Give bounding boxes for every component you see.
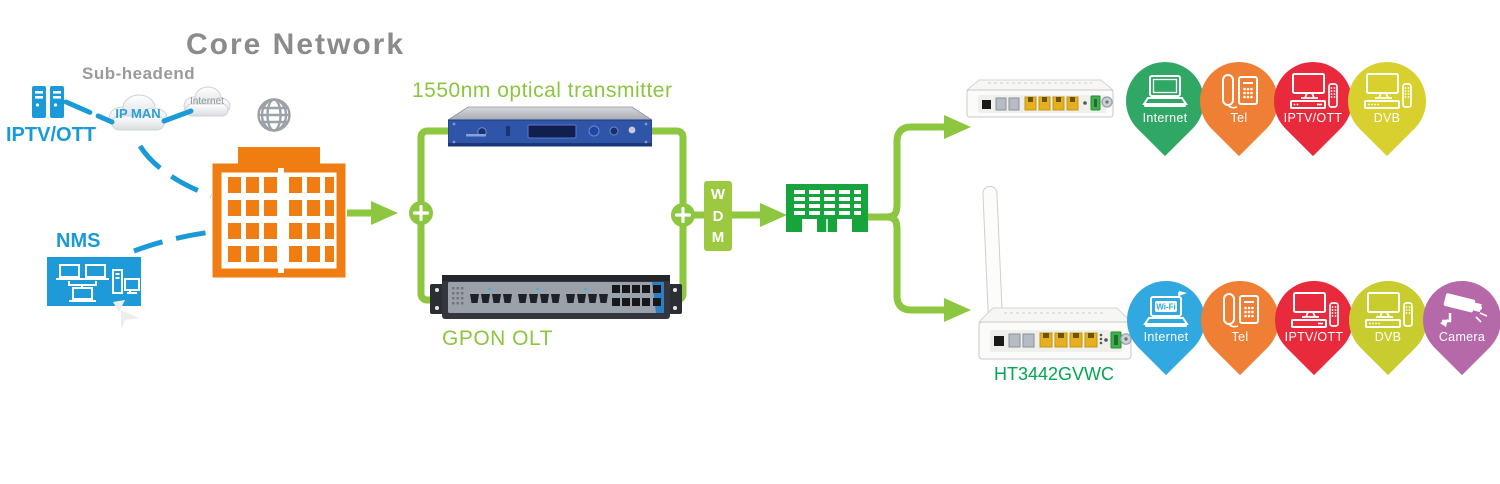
optical-transmitter-label: 1550nm optical transmitter: [412, 79, 673, 102]
link-nms-to-building: [133, 229, 212, 254]
ont-device-image: [966, 79, 1114, 118]
nms-workstations-panel: [47, 257, 141, 306]
service-label: IPTV/OTT: [1283, 111, 1343, 125]
service-drop-internet: Internet: [1109, 45, 1221, 157]
service-drop-wifi-internet: Wi-Fi Internet: [1110, 264, 1222, 376]
globe-icon: [257, 98, 291, 132]
tv-settop-remote-icon: [1361, 71, 1413, 113]
wdm-block: W D M: [704, 181, 732, 251]
ip-man-cloud-label: IP MAN: [115, 106, 161, 121]
tv-settop-remote-icon: [1362, 290, 1414, 332]
nms-computers-icon: [56, 264, 140, 302]
arrow-to-splitter: [760, 203, 787, 227]
cctv-camera-icon: [1436, 290, 1488, 332]
service-drop-tel: Tel: [1183, 45, 1295, 157]
wdm-letter: M: [711, 228, 725, 246]
watermark-arrow: [113, 300, 139, 330]
telephone-icon: [1217, 71, 1261, 113]
laptop-icon: [1141, 71, 1189, 113]
gpon-olt-label: GPON OLT: [442, 327, 553, 350]
internet-cloud-label: Internet: [190, 96, 224, 107]
sub-headend-label: Sub-headend: [82, 64, 196, 83]
service-drop-iptv: IPTV/OTT: [1258, 264, 1370, 376]
service-label: Internet: [1142, 111, 1188, 125]
service-label: IPTV/OTT: [1284, 330, 1344, 344]
splitter-building-icon: [786, 184, 868, 232]
service-label: Tel: [1231, 330, 1249, 344]
tv-settop-remote-icon: [1288, 290, 1340, 332]
service-drop-tel: Tel: [1184, 264, 1296, 376]
iptv-ott-source-label: IPTV/OTT: [6, 124, 96, 146]
service-drop-dvb: DVB: [1331, 45, 1443, 157]
ip-man-cloud: IP MAN: [106, 90, 170, 138]
core-network-title: Core Network: [186, 28, 406, 61]
arrow-to-combiner: [371, 201, 398, 225]
ont-wifi-device-image: [978, 307, 1132, 360]
tv-settop-remote-icon: [1287, 71, 1339, 113]
wdm-letter: D: [712, 207, 724, 225]
link-servers-to-ipman: [63, 99, 115, 125]
iptv-servers-icon: [32, 86, 64, 118]
optical-transmitter-image: [448, 106, 652, 147]
combiner-junctions: [409, 201, 695, 227]
service-label: DVB: [1373, 111, 1401, 125]
service-drop-dvb: DVB: [1332, 264, 1444, 376]
ont-model-label: HT3442GVWC: [994, 364, 1115, 384]
laptop-wifi-icon: Wi-Fi: [1142, 290, 1190, 332]
service-label: Internet: [1143, 330, 1189, 344]
gpon-olt-image: [430, 275, 682, 319]
service-drop-camera: Camera: [1406, 264, 1500, 376]
link-ipman-to-building: [137, 144, 212, 199]
headend-building-icon: [212, 147, 346, 278]
wdm-letter: W: [710, 186, 726, 204]
cloud-icon: [108, 94, 168, 131]
arrow-to-ont2: [944, 298, 971, 322]
arrow-to-ont1: [944, 115, 971, 139]
service-drop-iptv: IPTV/OTT: [1257, 45, 1369, 157]
link-ipman-to-internet: [161, 108, 194, 124]
service-label: Camera: [1438, 330, 1486, 344]
service-label: Tel: [1230, 111, 1248, 125]
wifi-badge-text: Wi-Fi: [1156, 303, 1175, 312]
fiber-arrowheads: [371, 115, 971, 322]
nms-label: NMS: [56, 230, 101, 252]
service-label: DVB: [1374, 330, 1402, 344]
telephone-icon: [1218, 290, 1262, 332]
